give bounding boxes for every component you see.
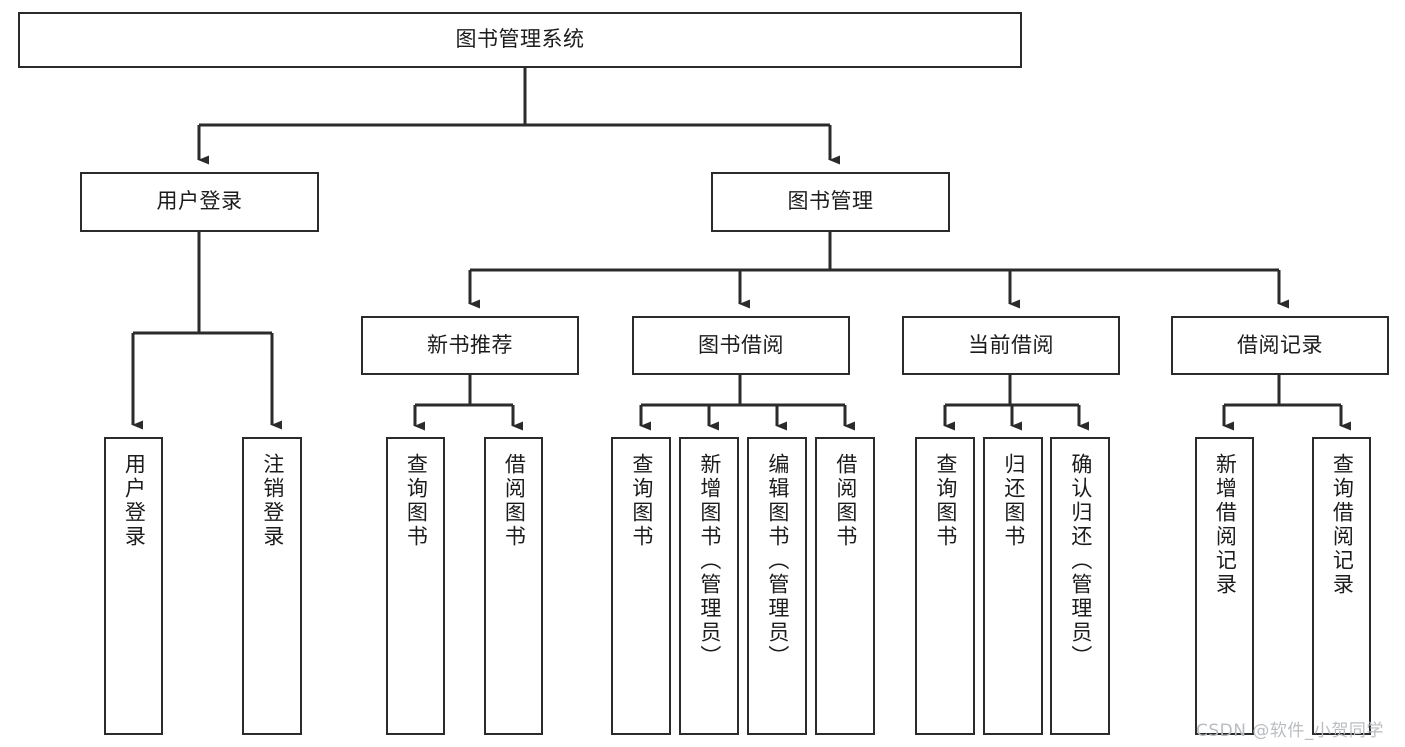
leaf-label: 注销登录 — [260, 453, 285, 549]
node-borrow-records[interactable]: 借阅记录 — [1171, 316, 1389, 375]
leaf-book-borrow-borrow-book[interactable]: 借阅图书 — [815, 437, 875, 735]
node-book-management[interactable]: 图书管理 — [711, 172, 950, 232]
leaf-label: 编辑图书（管理员） — [765, 453, 790, 669]
leaf-current-borrow-query-book[interactable]: 查询图书 — [915, 437, 975, 735]
leaf-current-borrow-return-book[interactable]: 归还图书 — [983, 437, 1043, 735]
node-current-borrow-label: 当前借阅 — [968, 332, 1054, 357]
leaf-book-borrow-edit-book-admin[interactable]: 编辑图书（管理员） — [747, 437, 807, 735]
leaf-label: 归还图书 — [1001, 453, 1026, 549]
leaf-user-login-logout[interactable]: 注销登录 — [242, 437, 302, 735]
leaf-borrow-records-query-record[interactable]: 查询借阅记录 — [1312, 437, 1371, 735]
node-user-login-label: 用户登录 — [156, 189, 243, 214]
node-new-book-recommend-label: 新书推荐 — [427, 332, 513, 357]
leaf-new-book-borrow-book[interactable]: 借阅图书 — [484, 437, 543, 735]
leaf-label: 新增图书（管理员） — [697, 453, 722, 669]
node-book-management-label: 图书管理 — [787, 189, 874, 214]
leaf-label: 查询图书 — [404, 453, 429, 549]
leaf-current-borrow-confirm-return-admin[interactable]: 确认归还（管理员） — [1050, 437, 1110, 735]
leaf-label: 查询图书 — [933, 453, 958, 549]
node-book-borrow[interactable]: 图书借阅 — [632, 316, 850, 375]
leaf-label: 新增借阅记录 — [1213, 453, 1238, 597]
node-book-borrow-label: 图书借阅 — [698, 332, 784, 357]
node-root-book-management-system[interactable]: 图书管理系统 — [18, 12, 1022, 68]
watermark-text: CSDN @软件_小贺同学 — [1196, 721, 1384, 741]
leaf-book-borrow-query-book[interactable]: 查询图书 — [611, 437, 671, 735]
node-user-login[interactable]: 用户登录 — [80, 172, 319, 232]
leaf-label: 查询借阅记录 — [1330, 453, 1355, 597]
leaf-user-login-signin[interactable]: 用户登录 — [104, 437, 163, 735]
node-new-book-recommend[interactable]: 新书推荐 — [361, 316, 579, 375]
leaf-new-book-query-book[interactable]: 查询图书 — [386, 437, 445, 735]
leaf-label: 确认归还（管理员） — [1068, 453, 1093, 669]
leaf-label: 借阅图书 — [502, 453, 527, 549]
leaf-borrow-records-add-record[interactable]: 新增借阅记录 — [1195, 437, 1254, 735]
leaf-label: 用户登录 — [122, 453, 147, 549]
node-root-label: 图书管理系统 — [455, 27, 585, 52]
node-current-borrow[interactable]: 当前借阅 — [902, 316, 1120, 375]
leaf-label: 查询图书 — [629, 453, 654, 549]
leaf-book-borrow-add-book-admin[interactable]: 新增图书（管理员） — [679, 437, 739, 735]
node-borrow-records-label: 借阅记录 — [1237, 332, 1323, 357]
leaf-label: 借阅图书 — [833, 453, 858, 549]
